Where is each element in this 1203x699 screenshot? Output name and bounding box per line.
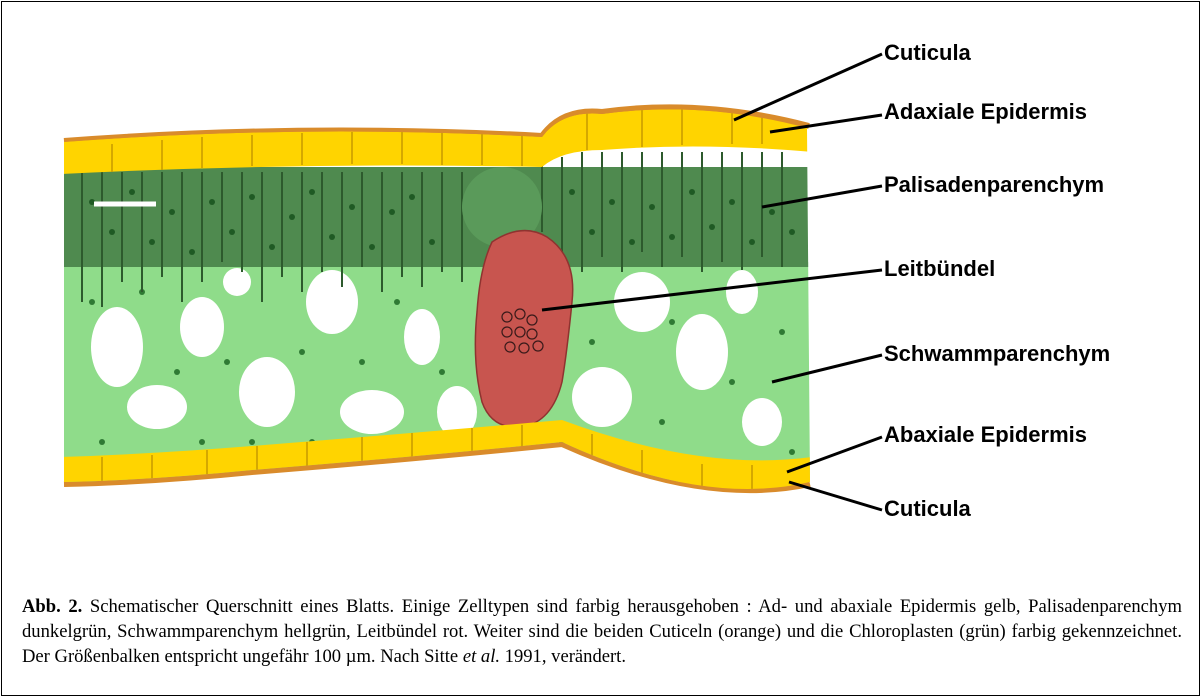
label-abaxiale-epidermis: Abaxiale Epidermis <box>884 424 1087 446</box>
label-schwammparenchym: Schwammparenchym <box>884 343 1110 365</box>
label-leitbuendel: Leitbündel <box>884 258 995 280</box>
label-adaxiale-epidermis: Adaxiale Epidermis <box>884 101 1087 123</box>
label-palisadenparenchym: Palisadenparenchym <box>884 174 1104 196</box>
caption-text-2: 1991, verändert. <box>500 646 626 667</box>
caption-prefix: Abb. 2. <box>22 596 82 617</box>
leaf-cross-section-diagram <box>2 2 1201 562</box>
adaxial-epidermis <box>62 106 812 174</box>
label-cuticula-bottom: Cuticula <box>884 498 971 520</box>
figure-caption: Abb. 2. Schematischer Querschnitt eines … <box>22 594 1182 669</box>
label-cuticula-top: Cuticula <box>884 42 971 64</box>
caption-etal: et al. <box>463 646 500 667</box>
